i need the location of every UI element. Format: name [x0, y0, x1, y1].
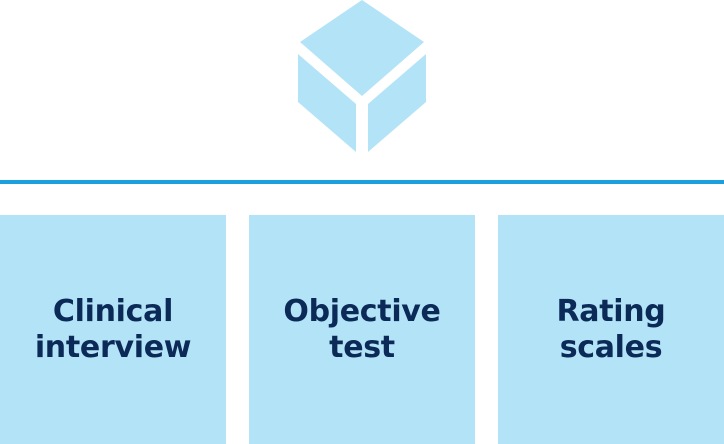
cube-left-face	[298, 54, 356, 152]
box-label: Rating scales	[556, 293, 666, 365]
box-objective-test: Objective test	[249, 215, 475, 444]
box-label: Clinical interview	[34, 293, 192, 365]
box-label: Objective test	[283, 293, 441, 365]
box-rating-scales: Rating scales	[498, 215, 724, 444]
cube-right-face	[368, 54, 426, 152]
cube-icon	[298, 0, 426, 152]
horizontal-divider	[0, 180, 724, 184]
box-clinical-interview: Clinical interview	[0, 215, 226, 444]
cube-top-face	[300, 0, 424, 96]
